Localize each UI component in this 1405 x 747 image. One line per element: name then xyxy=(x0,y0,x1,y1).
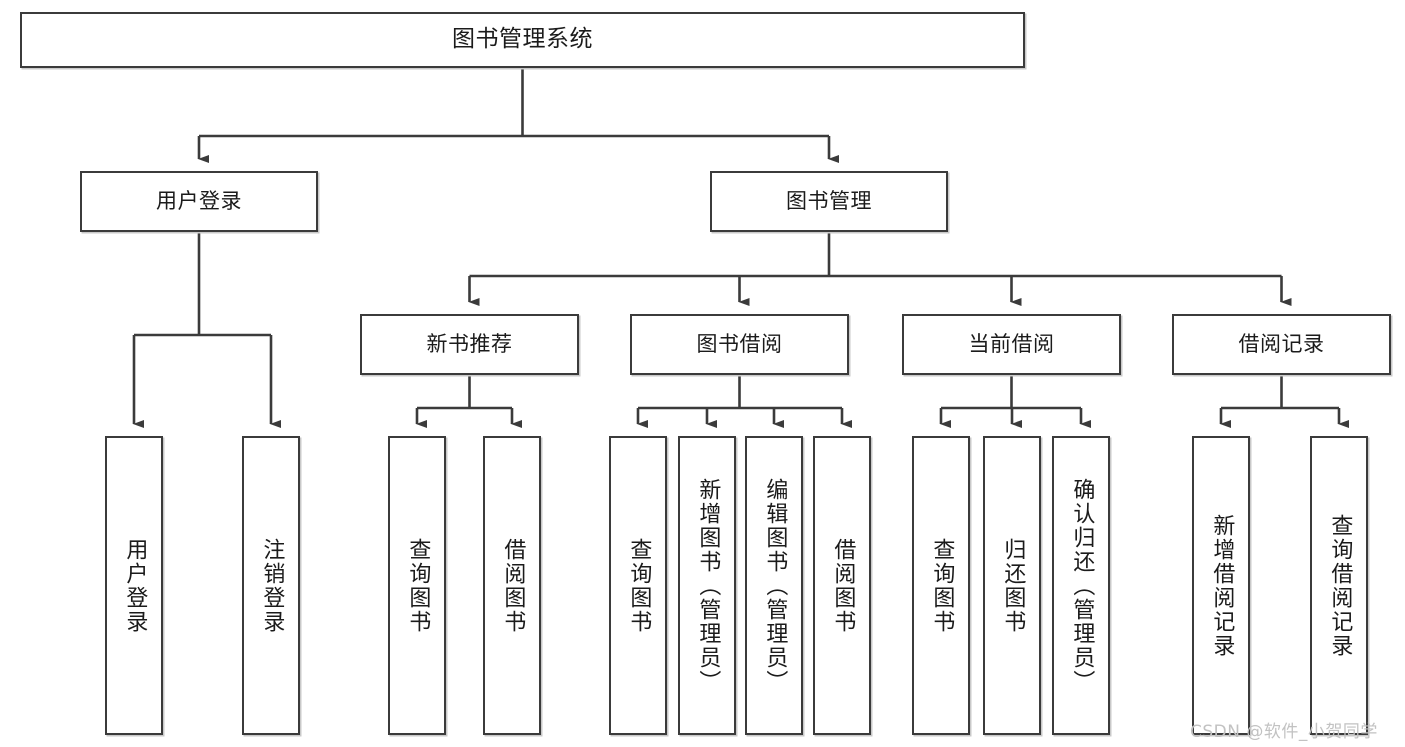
node-label: 新增图书（管理员） xyxy=(695,477,721,694)
node-leaf-12[interactable]: 新增借阅记录 xyxy=(1192,436,1250,735)
node-leaf-2[interactable]: 注销登录 xyxy=(242,436,300,735)
node-leaf-4[interactable]: 借阅图书 xyxy=(483,436,541,735)
node-label: 查询借阅记录 xyxy=(1327,513,1353,658)
node-leaf-3[interactable]: 查询图书 xyxy=(388,436,446,735)
node-label: 图书管理 xyxy=(786,189,872,214)
node-label: 归还图书 xyxy=(1000,537,1026,634)
node-leaf-11[interactable]: 确认归还（管理员） xyxy=(1052,436,1110,735)
node-leaf-1[interactable]: 用户登录 xyxy=(105,436,163,735)
node-leaf-10[interactable]: 归还图书 xyxy=(983,436,1041,735)
node-label: 查询图书 xyxy=(929,537,955,634)
node-label: 图书管理系统 xyxy=(452,26,593,53)
node-label: 新增借阅记录 xyxy=(1209,513,1235,658)
node-leaf-7[interactable]: 编辑图书（管理员） xyxy=(745,436,803,735)
node-l3-borrow[interactable]: 图书借阅 xyxy=(630,314,849,375)
node-leaf-6[interactable]: 新增图书（管理员） xyxy=(678,436,736,735)
node-leaf-13[interactable]: 查询借阅记录 xyxy=(1310,436,1368,735)
node-label: 查询图书 xyxy=(626,537,652,634)
node-label: 借阅图书 xyxy=(500,537,526,634)
node-label: 用户登录 xyxy=(122,537,148,634)
csdn-watermark: CSDN @软件_小贺同学 xyxy=(1190,722,1378,742)
node-root[interactable]: 图书管理系统 xyxy=(20,12,1025,68)
node-label: 图书借阅 xyxy=(696,332,783,357)
node-l3-new[interactable]: 新书推荐 xyxy=(360,314,579,375)
node-label: 新书推荐 xyxy=(426,332,513,357)
node-label: 当前借阅 xyxy=(968,332,1055,357)
node-l3-record[interactable]: 借阅记录 xyxy=(1172,314,1391,375)
node-leaf-9[interactable]: 查询图书 xyxy=(912,436,970,735)
node-label: 注销登录 xyxy=(259,537,285,634)
node-label: 借阅记录 xyxy=(1238,332,1325,357)
node-label: 确认归还（管理员） xyxy=(1069,477,1095,694)
node-leaf-5[interactable]: 查询图书 xyxy=(609,436,667,735)
node-l2-login[interactable]: 用户登录 xyxy=(80,171,318,232)
node-l3-current[interactable]: 当前借阅 xyxy=(902,314,1121,375)
node-label: 用户登录 xyxy=(156,189,242,214)
node-l2-book[interactable]: 图书管理 xyxy=(710,171,948,232)
node-label: 借阅图书 xyxy=(830,537,856,634)
node-leaf-8[interactable]: 借阅图书 xyxy=(813,436,871,735)
node-label: 查询图书 xyxy=(405,537,431,634)
node-label: 编辑图书（管理员） xyxy=(762,477,788,694)
